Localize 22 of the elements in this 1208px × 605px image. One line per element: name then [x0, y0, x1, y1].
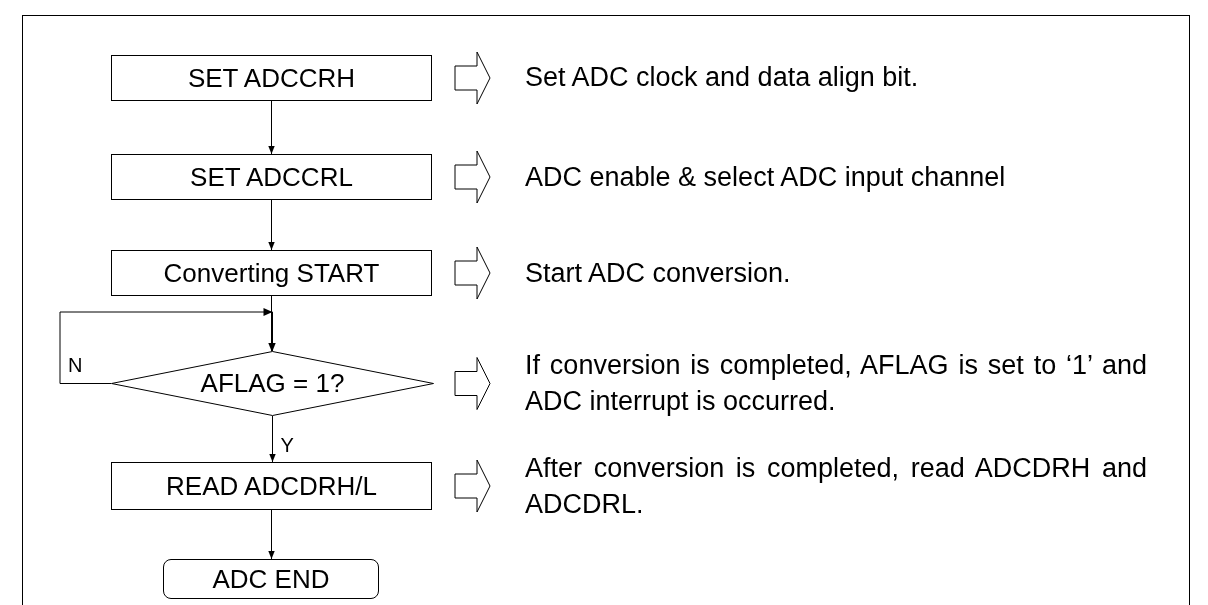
hollow-arrow	[454, 357, 491, 410]
hollow-arrow	[454, 459, 491, 513]
hollow-arrow	[454, 51, 491, 105]
process-box: Converting START	[111, 250, 432, 296]
arrow	[268, 199, 275, 251]
decision-diamond: AFLAG = 1?	[111, 351, 434, 416]
arrow	[268, 509, 275, 560]
process-box: READ ADCDRH/L	[111, 462, 432, 510]
process-box: SET ADCCRL	[111, 154, 432, 200]
description-text: Set ADC clock and data align bit.	[525, 59, 1147, 95]
terminal-box: ADC END	[163, 559, 379, 599]
description-text: ADC enable & select ADC input channel	[525, 159, 1147, 195]
arrow	[268, 295, 275, 352]
hollow-arrow	[454, 246, 491, 300]
arrow	[269, 415, 276, 463]
description-text: If conversion is completed, AFLAG is set to ‘1’ and ADC interrupt is occurred.	[525, 347, 1147, 419]
process-box: SET ADCCRH	[111, 55, 432, 101]
arrow	[268, 100, 275, 155]
description-text: After conversion is completed, read ADCDRH and ADCDRL.	[525, 450, 1147, 522]
description-text: Start ADC conversion.	[525, 255, 1147, 291]
hollow-arrow	[454, 150, 491, 204]
loop-arrow	[59, 308, 276, 384]
